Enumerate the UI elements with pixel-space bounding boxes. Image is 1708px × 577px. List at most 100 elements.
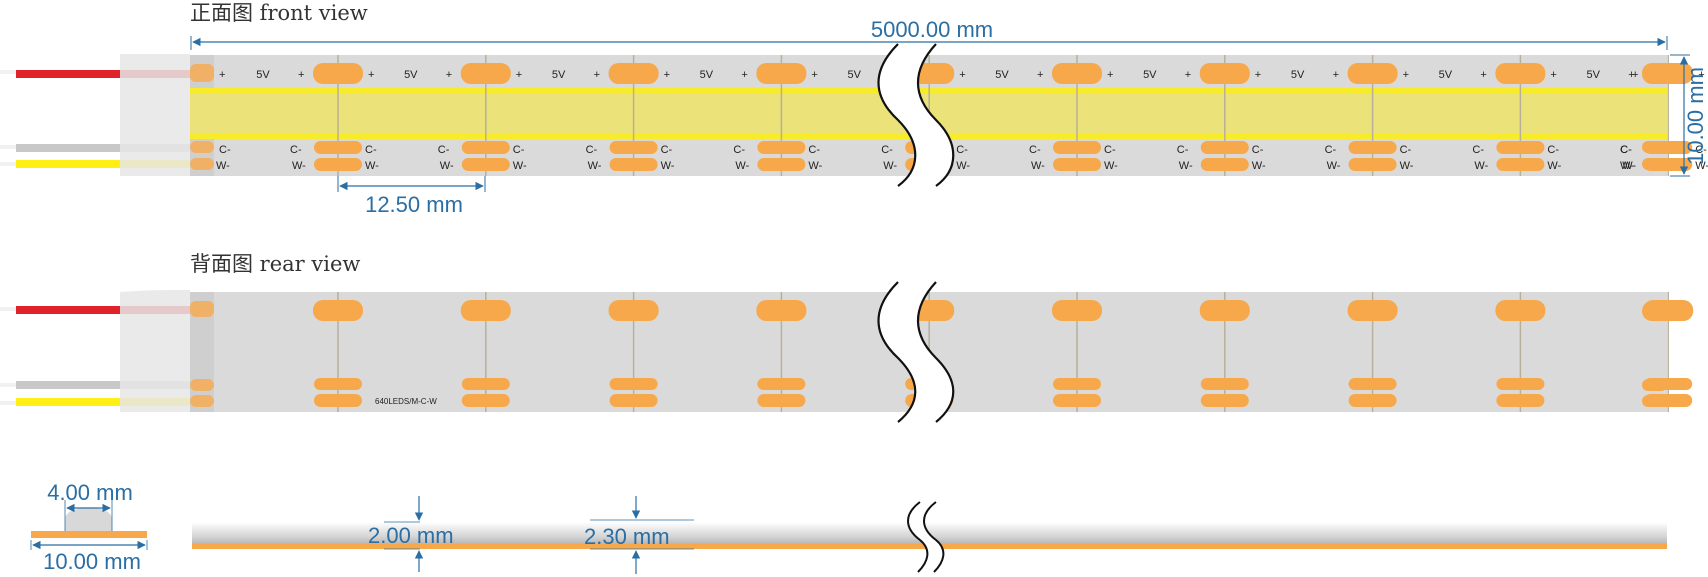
pad-plus-label: + — [1628, 69, 1634, 81]
led-pad — [1053, 158, 1101, 171]
front-break-mark — [877, 43, 955, 187]
pad-voltage-label: 5V — [995, 69, 1009, 81]
led-pad — [1644, 394, 1693, 407]
led-pad — [1496, 394, 1545, 407]
led-pad — [1643, 300, 1694, 321]
pad-voltage-label: 5V — [847, 69, 861, 81]
led-pad-end — [190, 395, 214, 407]
led-pad — [314, 378, 362, 390]
pad-plus-label: + — [1403, 69, 1409, 81]
pad-w-label: W- — [808, 160, 822, 172]
pad-voltage-label: 5V — [1586, 69, 1600, 81]
led-pad — [757, 158, 806, 171]
led-pad — [1053, 394, 1101, 407]
pad-plus-label: + — [1037, 69, 1043, 81]
led-pad-end — [190, 301, 214, 317]
pad-voltage-label: 5V — [256, 69, 270, 81]
led-pad — [1348, 378, 1397, 390]
pad-c-label: C- — [1472, 144, 1484, 156]
side-break-mark — [907, 501, 945, 573]
strip-height-dimension: 2.00 mm — [368, 496, 454, 572]
rear-break-mark — [877, 281, 955, 423]
pad-w-label: W- — [1547, 160, 1561, 172]
pad-c-label: C- — [1620, 144, 1632, 156]
pad-w-label: W- — [513, 160, 527, 172]
width-label: 10.00 mm — [1683, 67, 1708, 165]
length-label: 5000.00 mm — [871, 17, 993, 42]
led-pad — [1052, 63, 1102, 84]
led-pad — [1347, 300, 1398, 321]
led-pad — [756, 300, 807, 321]
pitch-label: 12.50 mm — [365, 192, 463, 217]
led-pad — [608, 300, 659, 321]
led-pad — [1495, 63, 1546, 84]
pad-plus-label: + — [1632, 69, 1638, 81]
led-pad — [1200, 158, 1249, 171]
led-pad — [1200, 378, 1249, 390]
rear-wires — [0, 290, 191, 412]
led-pad — [1199, 63, 1250, 84]
led-pad — [1053, 141, 1101, 154]
led-pad — [1200, 141, 1249, 154]
pad-c-label: C- — [808, 144, 820, 156]
led-pad — [1347, 63, 1398, 84]
pad-w-label: W- — [1031, 160, 1045, 172]
led-pad — [1052, 300, 1102, 321]
pad-c-label: C- — [1620, 144, 1632, 156]
led-pad — [1348, 158, 1397, 171]
led-pad-end — [190, 141, 214, 153]
pad-w-label: W- — [735, 160, 749, 172]
led-pad — [757, 394, 806, 407]
led-pad — [460, 63, 511, 84]
pad-w-label: W- — [292, 160, 306, 172]
model-label: 640LEDS/M-C-W — [375, 397, 437, 406]
pad-c-label: C- — [1325, 144, 1337, 156]
led-height-label: 2.30 mm — [584, 524, 670, 549]
pad-plus-label: + — [664, 69, 670, 81]
pad-c-label: C- — [586, 144, 598, 156]
led-height-dimension: 2.30 mm — [584, 496, 694, 574]
pad-c-label: C- — [1177, 144, 1189, 156]
led-pad — [1495, 300, 1546, 321]
pad-c-label: C- — [1029, 144, 1041, 156]
pad-plus-label: + — [368, 69, 374, 81]
pad-voltage-label: 5V — [1439, 69, 1453, 81]
led-pad — [609, 158, 658, 171]
led-pad — [609, 141, 658, 154]
profile-cross-section: 4.00 mm 10.00 mm — [30, 480, 148, 574]
led-pad — [460, 300, 511, 321]
strip-height-label: 2.00 mm — [368, 523, 454, 548]
led-pad — [1496, 378, 1545, 390]
front-wires — [0, 54, 191, 176]
pad-voltage-label: 5V — [552, 69, 566, 81]
pad-plus-label: + — [594, 69, 600, 81]
pad-c-label: C- — [1252, 144, 1264, 156]
led-pad-end — [190, 379, 214, 391]
led-pad — [756, 63, 807, 84]
length-dimension: 5000.00 mm — [190, 17, 1668, 50]
pad-voltage-label: 5V — [700, 69, 714, 81]
pad-plus-label: + — [741, 69, 747, 81]
pad-plus-label: + — [1255, 69, 1261, 81]
pad-plus-label: + — [1698, 69, 1704, 81]
pad-plus-label: + — [1480, 69, 1486, 81]
pad-plus-label: + — [811, 69, 817, 81]
pad-c-label: C- — [438, 144, 450, 156]
led-pad — [314, 394, 362, 407]
profile-width-label: 10.00 mm — [43, 549, 141, 574]
pad-c-label: C- — [661, 144, 673, 156]
rear-view-title: 背面图 rear view — [190, 252, 360, 276]
rear-led-array — [190, 292, 1694, 412]
pad-w-label: W- — [1327, 160, 1341, 172]
led-pad — [609, 394, 658, 407]
pad-plus-label: + — [298, 69, 304, 81]
led-pad — [1348, 394, 1397, 407]
pad-w-label: W- — [1179, 160, 1193, 172]
pad-w-label: W- — [883, 160, 897, 172]
front-view-title: 正面图 front view — [190, 1, 368, 25]
led-pad-end — [190, 158, 214, 170]
pad-w-label: W- — [661, 160, 675, 172]
pad-c-label: C- — [1104, 144, 1116, 156]
led-pad — [313, 63, 363, 84]
